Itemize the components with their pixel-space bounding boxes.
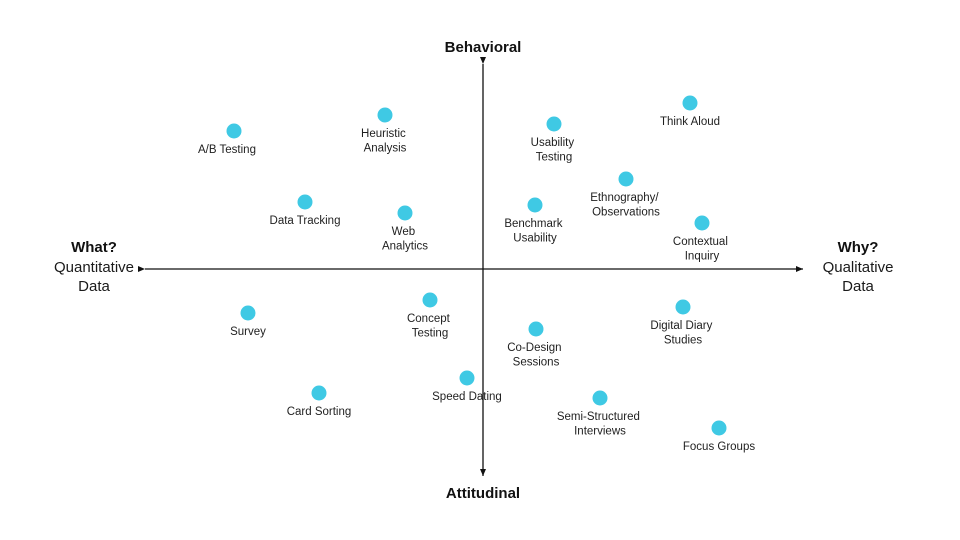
method-think-aloud: Think Aloud xyxy=(660,95,720,128)
method-speed-dating: Speed Dating xyxy=(432,370,502,403)
axis-label-qualitative: Qualitative xyxy=(823,259,894,276)
method-dot xyxy=(459,370,475,386)
method-label: Survey xyxy=(230,326,266,338)
method-label: Concept Testing xyxy=(407,313,453,340)
method-label: Card Sorting xyxy=(287,406,352,418)
method-label-line: Testing xyxy=(412,328,448,340)
method-label-line: Heuristic xyxy=(361,128,406,140)
method-label: Ethnography/ Observations xyxy=(590,192,662,219)
method-label: Usability Testing xyxy=(531,137,578,164)
method-label-line: Observations xyxy=(592,207,660,219)
method-focus-groups: Focus Groups xyxy=(683,420,755,453)
axis-label-attitudinal: Attitudinal xyxy=(446,485,520,502)
method-dot xyxy=(240,305,256,321)
method-label-line: Benchmark xyxy=(504,218,562,230)
axis-label-what: What? xyxy=(71,239,117,256)
method-dot xyxy=(528,321,544,337)
method-label: Web Analytics xyxy=(382,226,428,253)
method-dot xyxy=(397,205,413,221)
method-label-line: Sessions xyxy=(513,357,560,369)
method-label-line: Interviews xyxy=(574,426,626,438)
method-contextual-inquiry: Contextual Inquiry xyxy=(673,215,731,263)
method-label: A/B Testing xyxy=(198,144,256,156)
method-label-line: Co-Design xyxy=(507,342,561,354)
method-label: Benchmark Usability xyxy=(504,218,565,245)
method-dot xyxy=(592,390,608,406)
method-label-line: Focus Groups xyxy=(683,441,755,453)
method-label-line: Usability xyxy=(531,137,575,149)
axis-label-behavioral: Behavioral xyxy=(445,39,522,56)
method-concept-testing: Concept Testing xyxy=(407,292,453,340)
method-label-line: Data Tracking xyxy=(270,215,341,227)
method-label-line: Survey xyxy=(230,326,266,338)
method-dot xyxy=(546,116,562,132)
axis-label-quantitative-data: Data xyxy=(78,278,110,295)
method-label: Digital Diary Studies xyxy=(650,320,715,347)
method-label: Heuristic Analysis xyxy=(361,128,409,155)
method-dot xyxy=(682,95,698,111)
method-usability-testing: Usability Testing xyxy=(531,116,578,164)
method-label: Co-Design Sessions xyxy=(507,342,565,369)
method-label: Focus Groups xyxy=(683,441,755,453)
method-dot xyxy=(711,420,727,436)
method-label-line: Digital Diary xyxy=(650,320,712,332)
method-dot xyxy=(297,194,313,210)
method-label: Data Tracking xyxy=(270,215,341,227)
method-heuristic-analysis: Heuristic Analysis xyxy=(361,107,409,155)
axis-label-why: Why? xyxy=(838,239,879,256)
method-label: Contextual Inquiry xyxy=(673,236,731,263)
method-web-analytics: Web Analytics xyxy=(382,205,428,253)
method-label-line: A/B Testing xyxy=(198,144,256,156)
method-semi-structured-interviews: Semi-Structured Interviews xyxy=(557,390,643,438)
method-label-line: Analytics xyxy=(382,241,428,253)
method-label: Think Aloud xyxy=(660,116,720,128)
method-dot xyxy=(422,292,438,308)
method-dot xyxy=(377,107,393,123)
method-dot xyxy=(527,197,543,213)
method-label-line: Card Sorting xyxy=(287,406,352,418)
method-digital-diary-studies: Digital Diary Studies xyxy=(650,299,715,347)
method-dot xyxy=(311,385,327,401)
method-label-line: Semi-Structured xyxy=(557,411,640,423)
method-label-line: Testing xyxy=(536,152,572,164)
method-label-line: Studies xyxy=(664,335,703,347)
method-label-line: Inquiry xyxy=(685,251,720,263)
method-data-tracking: Data Tracking xyxy=(270,194,341,227)
method-dot xyxy=(675,299,691,315)
axis-label-qualitative-data: Data xyxy=(842,278,874,295)
method-label: Semi-Structured Interviews xyxy=(557,411,643,438)
method-survey: Survey xyxy=(230,305,266,338)
axis-label-quantitative: Quantitative xyxy=(54,259,134,276)
method-label-line: Ethnography/ xyxy=(590,192,659,204)
method-dot xyxy=(618,171,634,187)
method-ab-testing: A/B Testing xyxy=(198,123,256,156)
method-ethnography-observations: Ethnography/ Observations xyxy=(590,171,662,219)
method-label-line: Concept xyxy=(407,313,451,325)
method-label: Speed Dating xyxy=(432,391,502,403)
method-label-line: Speed Dating xyxy=(432,391,502,403)
method-label-line: Web xyxy=(392,226,415,238)
method-card-sorting: Card Sorting xyxy=(287,385,352,418)
method-label-line: Think Aloud xyxy=(660,116,720,128)
method-dot xyxy=(694,215,710,231)
method-label-line: Usability xyxy=(513,233,557,245)
method-benchmark-usability: Benchmark Usability xyxy=(504,197,565,245)
method-label-line: Contextual xyxy=(673,236,728,248)
method-dot xyxy=(226,123,242,139)
method-label-line: Analysis xyxy=(364,143,407,155)
method-co-design-sessions: Co-Design Sessions xyxy=(507,321,565,369)
